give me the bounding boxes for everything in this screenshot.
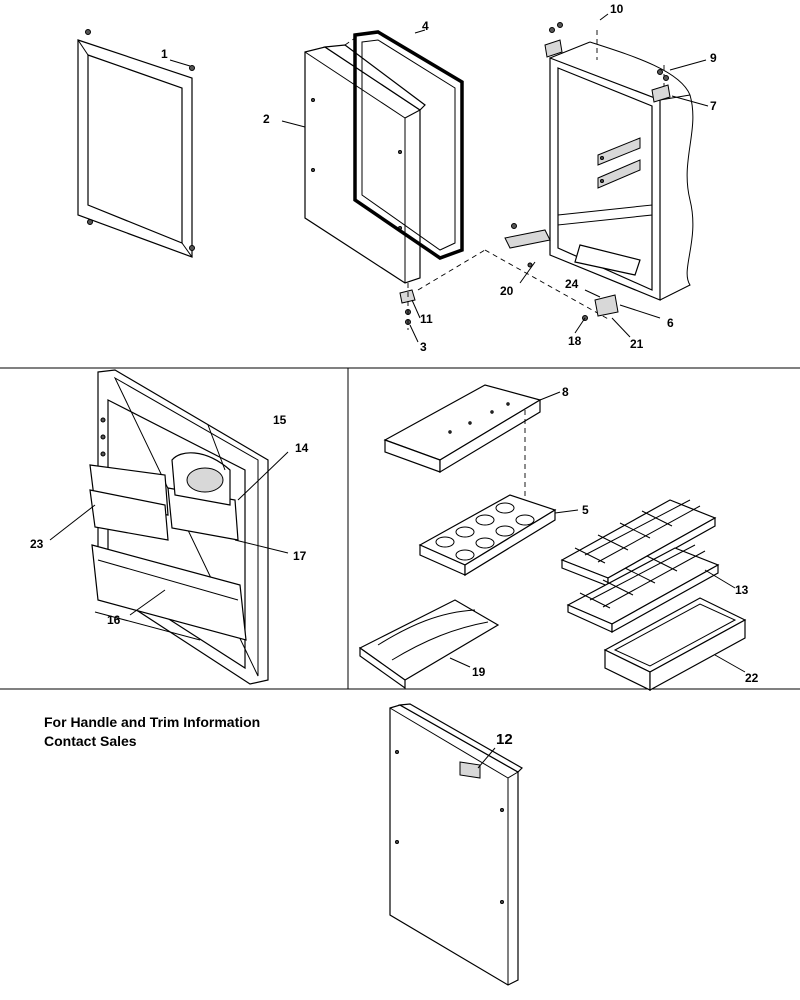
trim-frame [77, 29, 195, 258]
label-1: 1 [161, 47, 168, 61]
label-17: 17 [293, 549, 307, 563]
label-23: 23 [30, 537, 44, 551]
door-front-panel [389, 703, 523, 986]
label-16: 16 [107, 613, 121, 627]
top-hinges [544, 13, 709, 107]
label-19: 19 [472, 665, 486, 679]
label-18: 18 [568, 334, 582, 348]
label-3: 3 [420, 340, 427, 354]
door-liner [49, 369, 289, 685]
label-15: 15 [273, 413, 287, 427]
label-11: 11 [420, 312, 433, 326]
ice-trays [560, 499, 736, 634]
section-dividers [0, 367, 800, 690]
door-gasket [353, 29, 464, 260]
egg-tray [418, 494, 579, 577]
label-22: 22 [745, 671, 759, 685]
label-9: 9 [710, 51, 717, 65]
lower-hinge [399, 283, 421, 343]
label-7: 7 [710, 99, 717, 113]
note-line-2: Contact Sales [44, 733, 137, 749]
bottom-brackets [504, 223, 661, 338]
label-8: 8 [562, 385, 569, 399]
label-4: 4 [422, 19, 429, 33]
ice-bin [603, 597, 747, 692]
label-2: 2 [263, 112, 270, 126]
label-21: 21 [630, 337, 644, 351]
label-5: 5 [582, 503, 589, 517]
handle-trim-note: For Handle and Trim Information Contact … [44, 713, 260, 751]
shelf [383, 384, 561, 500]
label-20: 20 [500, 284, 514, 298]
label-13: 13 [735, 583, 749, 597]
part-number-labels: 1 2 3 4 5 6 7 8 9 10 11 12 13 14 15 16 1… [30, 2, 759, 748]
cabinet [549, 41, 694, 301]
note-line-1: For Handle and Trim Information [44, 714, 261, 730]
label-6: 6 [667, 316, 674, 330]
label-24: 24 [565, 277, 579, 291]
label-14: 14 [295, 441, 309, 455]
label-10: 10 [610, 2, 624, 16]
butter-tray [358, 599, 500, 690]
label-12: 12 [496, 731, 513, 748]
